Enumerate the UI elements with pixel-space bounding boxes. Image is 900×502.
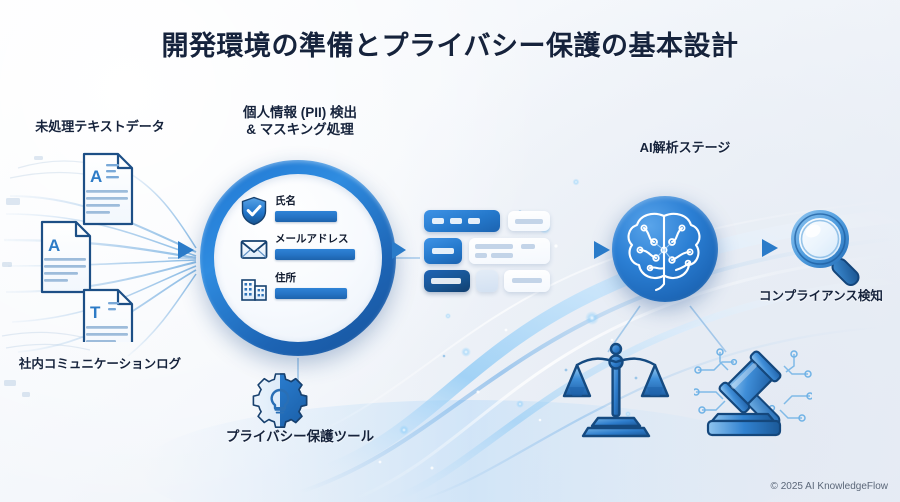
magnifying-glass-icon — [791, 210, 860, 287]
data-card-row3-secondary — [504, 270, 550, 292]
svg-text:T: T — [90, 303, 101, 322]
arrow-pii-to-cards — [392, 241, 421, 259]
gavel-icon — [694, 348, 812, 437]
label-raw-text-data: 未処理テキストデータ — [35, 119, 165, 134]
page-title: 開発環境の準備とプライバシー保護の基本設計 — [161, 31, 739, 61]
building-icon — [241, 279, 267, 301]
pii-masked-bar — [275, 210, 337, 222]
data-card-row2-wide — [469, 238, 550, 264]
shield-check-icon — [241, 196, 267, 226]
pii-item-name: 氏名 — [240, 195, 337, 226]
data-card-row2-primary — [424, 238, 462, 264]
arrow-cards-to-ai — [565, 241, 610, 259]
pii-masked-bar — [275, 248, 355, 260]
pii-item-label: 住所 — [275, 272, 296, 284]
pii-masked-bar — [275, 287, 347, 299]
label-privacy-tools: プライバシー保護ツール — [225, 429, 375, 444]
label-compliance-detection: コンプライアンス検知 — [759, 289, 883, 303]
document-card-3: T — [82, 288, 134, 342]
data-card-row1-primary — [424, 210, 500, 232]
label-ai-stage: AI解析ステージ — [639, 140, 731, 155]
data-card-row3-spacer — [476, 270, 498, 292]
document-card-2: A — [40, 220, 92, 294]
gear-lightbulb-icon — [252, 373, 308, 428]
pii-item-label: 氏名 — [275, 195, 296, 207]
arrow-docs-to-pii — [147, 241, 194, 259]
pii-item-address: 住所 — [240, 272, 347, 303]
pii-item-label: メールアドレス — [275, 233, 349, 245]
data-card-row1-secondary — [508, 211, 550, 231]
label-internal-comm-logs: 社内コミュニケーションログ — [18, 357, 182, 371]
brain-network-icon — [627, 212, 701, 292]
document-stack: A A — [40, 152, 134, 342]
document-card-1: A — [82, 152, 134, 226]
envelope-icon — [240, 240, 268, 259]
svg-text:A: A — [48, 236, 60, 255]
scales-of-justice-icon — [562, 342, 670, 438]
data-card-row3-primary — [424, 270, 470, 292]
arrow-ai-to-magnifier — [719, 239, 778, 257]
svg-text:A: A — [90, 167, 102, 186]
copyright-credit: © 2025 AI KnowledgeFlow — [770, 481, 888, 493]
pii-item-email: メールアドレス — [240, 233, 355, 264]
masked-data-cards — [424, 210, 584, 292]
label-pii-stage: 個人情報 (PII) 検出 & マスキング処理 — [243, 105, 357, 138]
